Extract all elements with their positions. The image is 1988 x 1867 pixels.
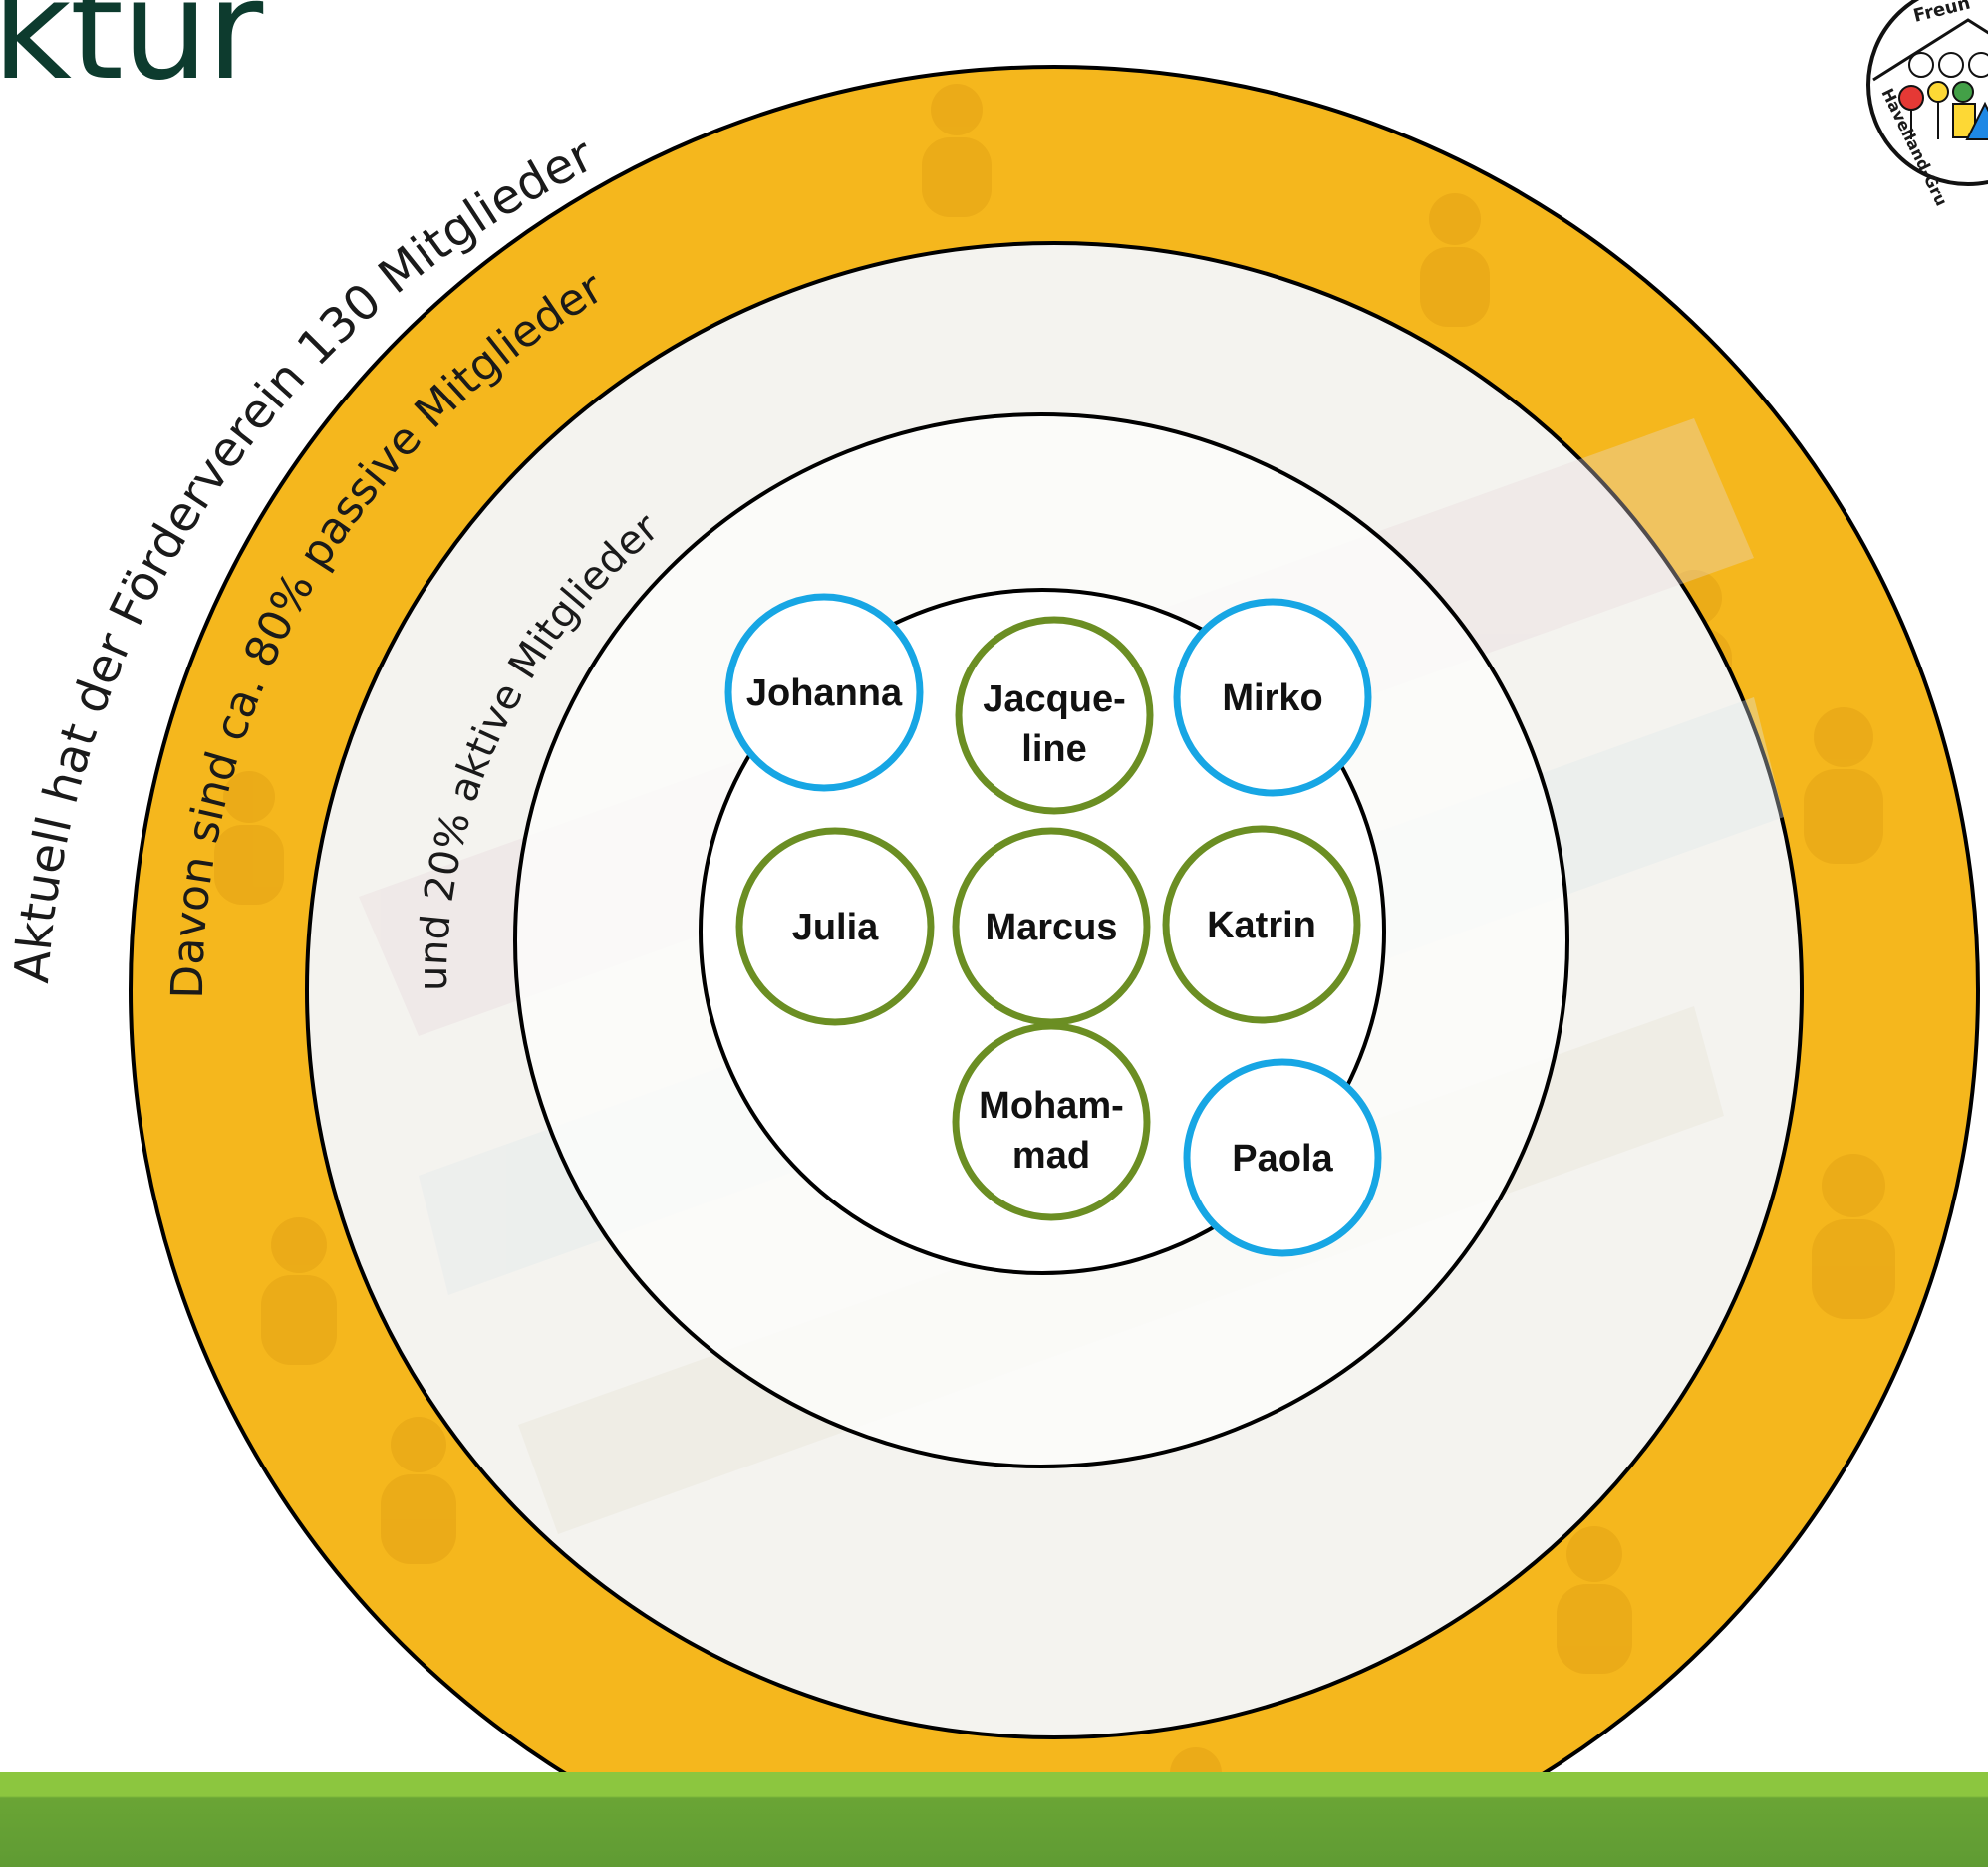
member-name: Johanna xyxy=(746,672,903,714)
member-name: Julia xyxy=(792,907,879,948)
member-name: Jacque- xyxy=(983,678,1126,720)
member-circle xyxy=(952,1022,1151,1221)
slide-title: ktur xyxy=(0,0,263,111)
member-circle xyxy=(952,827,1151,1026)
member-name: Paola xyxy=(1232,1138,1333,1180)
member-name-line2: mad xyxy=(1012,1135,1090,1177)
member-circle xyxy=(724,593,924,792)
member-name: Moham- xyxy=(979,1085,1124,1127)
member-name: Mirko xyxy=(1222,677,1322,719)
member-circle xyxy=(1162,825,1361,1024)
member-name: Katrin xyxy=(1207,905,1316,946)
club-logo: Freun Havelland-Gru xyxy=(1866,0,1988,209)
member-silhouettes-pattern xyxy=(214,84,1895,1867)
member-circle xyxy=(1173,598,1372,797)
member-name-line2: line xyxy=(1021,728,1086,770)
member-name: Marcus xyxy=(985,907,1117,948)
member-circle xyxy=(735,827,935,1026)
member-circle xyxy=(1183,1058,1382,1257)
member-circle xyxy=(955,616,1154,815)
footer-band xyxy=(0,1772,1988,1867)
